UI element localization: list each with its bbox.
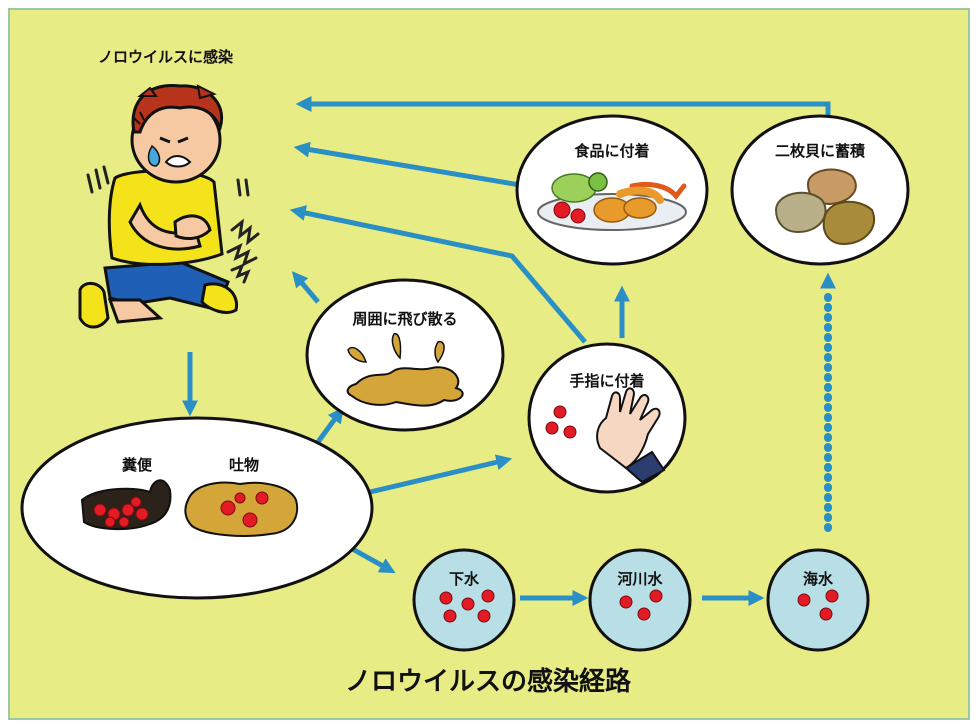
- fingers-node: 手指に付着: [527, 342, 687, 494]
- arrow-fingers-to-person: [289, 205, 587, 344]
- scatter-node: 周囲に飛び散る: [305, 278, 505, 432]
- label-sea: 海水: [803, 570, 834, 588]
- arrow-scatter-to-person: [291, 271, 320, 304]
- hand-illustration: [596, 387, 661, 470]
- excreta-node: 糞便 吐物: [20, 416, 374, 600]
- diagram-title: ノロウイルスの感染経路: [345, 666, 632, 697]
- label-infected: ノロウイルスに感染: [98, 48, 234, 66]
- sick-person-illustration: [78, 83, 260, 329]
- food-node: 食品に付着: [515, 114, 709, 266]
- splash-illustration: [346, 366, 464, 407]
- river-node: 河川水: [588, 548, 692, 652]
- label-shellfish: 二枚貝に蓄積: [775, 142, 866, 160]
- shellfish-node: 二枚貝に蓄積: [730, 114, 910, 266]
- label-feces: 糞便: [121, 456, 153, 474]
- arrow-excreta-to-fingers: [369, 454, 513, 495]
- arrow-food-to-person: [293, 141, 521, 188]
- arrow-excreta-to-scatter: [315, 406, 344, 444]
- sewage-node: 下水: [412, 548, 516, 652]
- label-fingers: 手指に付着: [569, 372, 644, 390]
- vomit-illustration: [184, 481, 299, 537]
- label-river: 河川水: [617, 570, 663, 588]
- label-vomit: 吐物: [229, 456, 259, 474]
- label-scatter: 周囲に飛び散る: [352, 310, 457, 328]
- label-food: 食品に付着: [574, 142, 649, 160]
- feces-illustration: [80, 479, 172, 531]
- sea-node: 海水: [766, 548, 870, 652]
- label-sewage: 下水: [449, 570, 480, 588]
